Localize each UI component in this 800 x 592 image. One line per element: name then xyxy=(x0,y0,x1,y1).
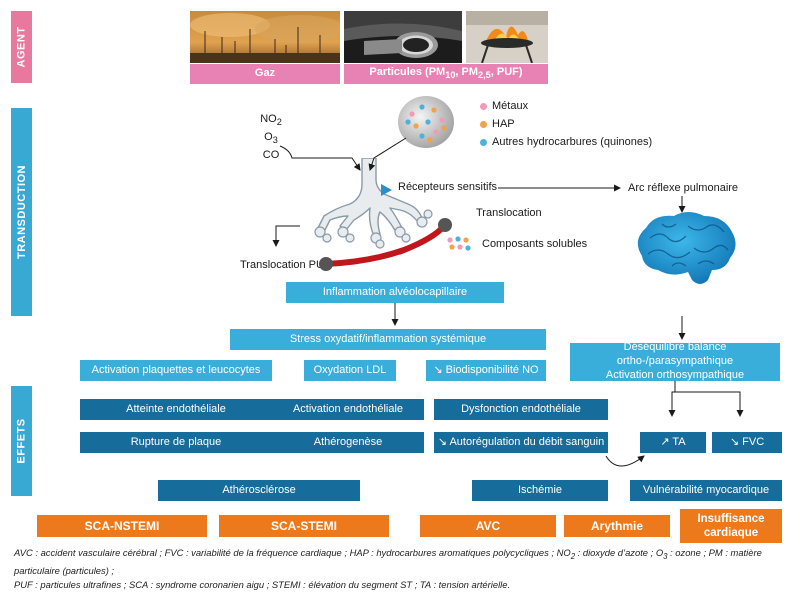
gas-o3: O3 xyxy=(264,131,278,146)
gases-list: NO2 O3 CO xyxy=(258,112,284,163)
agent-gas-label: Gaz xyxy=(190,64,340,84)
gas-no2: NO2 xyxy=(260,113,282,128)
exhaust-pipe-photo xyxy=(344,11,462,63)
no-bioavailability-box: ↘ Biodisponibilité NO xyxy=(426,360,546,381)
outcome-arrhythmia: Arythmie xyxy=(564,515,670,537)
fvc-box: ↘ FVC xyxy=(712,432,782,453)
heart-failure-line-1: Insuffisance xyxy=(697,512,765,525)
outcome-heart-failure: Insuffisance cardiaque xyxy=(680,509,782,543)
inflammation-box: Inflammation alvéolocapillaire xyxy=(286,282,504,303)
hydrocarbon-dot-icon xyxy=(480,139,487,146)
brain-icon xyxy=(628,210,740,290)
platelet-activation-box: Activation plaquettes et leucocytes xyxy=(80,360,272,381)
soluble-components-label: Composants solubles xyxy=(482,238,588,250)
footnote-line-2: PUF : particules ultrafines ; SCA : synd… xyxy=(14,578,511,590)
endothelial-dysfunction-box: Dysfonction endothéliale xyxy=(434,399,608,420)
component-hap: HAP xyxy=(492,118,515,130)
heart-failure-line-2: cardiaque xyxy=(703,527,759,539)
industrial-smoke-photo xyxy=(190,11,340,63)
outcome-sca-stemi: SCA-STEMI xyxy=(219,515,389,537)
footnote: AVC : accident vasculaire cérébral ; FVC… xyxy=(14,546,794,592)
sensory-receptors-label: Récepteurs sensitifs xyxy=(398,181,498,193)
endothelial-injury-box: Atteinte endothéliale xyxy=(80,399,272,420)
autoregulation-box: ↘ Autorégulation du débit sanguin xyxy=(434,432,608,453)
fire-barbecue-photo xyxy=(466,11,548,63)
autonomic-line-1: Déséquilibre balance ortho-/parasympathi… xyxy=(616,341,734,368)
section-effets-label: EFFETS xyxy=(15,418,28,464)
agent-particles-label: Particules (PM10, PM2,5, PUF) xyxy=(344,64,548,84)
receptor-triangle-icon xyxy=(380,183,392,196)
translocation-puf-label: Translocation PUF xyxy=(240,259,331,271)
autonomic-to-fvc-arrow xyxy=(675,391,744,417)
atherosclerosis-box: Athérosclérose xyxy=(158,480,360,501)
metal-dot-icon xyxy=(480,103,487,110)
pulmonary-reflex-label: Arc réflexe pulmonaire xyxy=(628,182,739,194)
airway-illustration xyxy=(310,157,460,258)
component-hydrocarbons: Autres hydrocarbures (quinones) xyxy=(492,136,653,148)
translocation-puf-arrow xyxy=(272,225,300,247)
section-effets: EFFETS xyxy=(11,386,32,496)
soluble-components-dots-icon xyxy=(446,235,476,253)
section-transduction-label: TRANSDUCTION xyxy=(15,165,28,259)
ta-box: ↗ TA xyxy=(640,432,706,453)
agent-particles-text: Particules (PM10, PM2,5, PUF) xyxy=(369,66,523,81)
plaque-rupture-box: Rupture de plaque xyxy=(80,432,272,453)
outcome-avc: AVC xyxy=(420,515,556,537)
autonomic-imbalance-box: Déséquilibre balance ortho-/parasympathi… xyxy=(570,341,780,381)
particle-cluster-icon xyxy=(396,94,456,150)
translocation-label: Translocation xyxy=(476,207,542,219)
atherogenesis-box: Athérogenèse xyxy=(272,432,424,453)
oxidative-stress-box: Stress oxydatif/inflammation systémique xyxy=(230,329,546,350)
hap-dot-icon xyxy=(480,121,487,128)
autonomic-line-2: Activation orthosympathique xyxy=(605,368,745,381)
myocardial-vulnerability-box: Vulnérabilité myocardique xyxy=(630,480,782,501)
endothelial-activation-box: Activation endothéliale xyxy=(272,399,424,420)
gas-co: CO xyxy=(262,149,280,162)
outcome-sca-nstemi: SCA-NSTEMI xyxy=(37,515,207,537)
footnote-line-1: AVC : accident vasculaire cérébral ; FVC… xyxy=(14,547,762,576)
section-agent-label: AGENT xyxy=(15,26,28,68)
ischemia-box: Ischémie xyxy=(472,480,608,501)
section-transduction: TRANSDUCTION xyxy=(11,108,32,316)
ldl-oxidation-box: Oxydation LDL xyxy=(304,360,396,381)
autoregulation-to-ta-arrow xyxy=(605,455,645,467)
section-agent: AGENT xyxy=(11,11,32,83)
component-metals: Métaux xyxy=(492,100,529,112)
autonomic-to-ta-arrow xyxy=(668,381,676,417)
